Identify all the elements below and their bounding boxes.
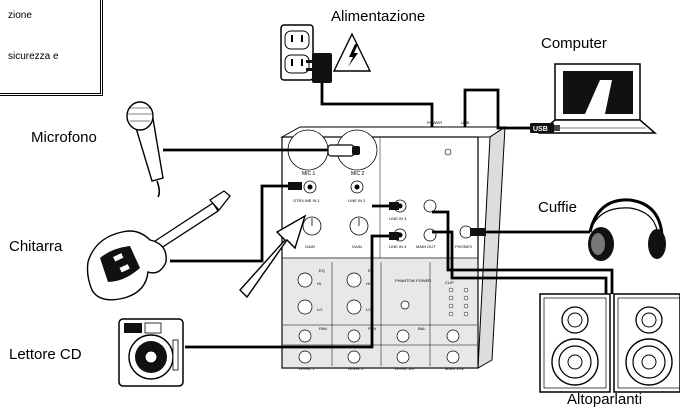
guitar-label: Chitarra (9, 238, 63, 255)
microphone-label: Microfono (31, 129, 97, 146)
laptop-computer (537, 63, 658, 134)
note-line-2: sicurezza e (8, 51, 59, 62)
electrical-warning-icon (332, 32, 372, 72)
wall-outlet (280, 24, 314, 81)
headphones (588, 198, 666, 261)
lo-label-1: LO (317, 307, 322, 312)
speaker-right (613, 293, 680, 393)
pointer-arrow-icon (239, 214, 307, 299)
usb-plug-label: USB (533, 126, 548, 133)
microphone (126, 101, 164, 198)
safety-note-box (0, 0, 103, 96)
main-vol-label: MAIN VOL (445, 366, 465, 371)
power-port-label: POWER (427, 120, 442, 125)
line-in-4-label: LINE IN 4 (389, 244, 407, 249)
headphone-jack-plug (470, 228, 486, 236)
gain-label-2: GAIN (352, 244, 362, 249)
cd-player (118, 318, 184, 387)
phantom-power-label: PHANTOM POWER (395, 278, 431, 283)
power-adapter (306, 53, 332, 83)
bal-label: BAL (418, 326, 426, 331)
cd-player-label: Lettore CD (9, 346, 82, 363)
hi-label-2: HI (366, 281, 370, 286)
gtr-line-in-1-label: GTR/LINE IN 1 (293, 198, 321, 203)
speakers-label: Altoparlanti (567, 391, 643, 408)
computer-label: Computer (541, 35, 607, 52)
lo-label-2: LO (366, 307, 371, 312)
mic2-label: MIC 2 (351, 171, 365, 177)
guitar-jack-plug (288, 182, 302, 190)
level-34-label: LEVEL 3/4 (395, 366, 415, 371)
phones-label: PHONES (455, 244, 472, 249)
mixer: MIC 1 MIC 2 GTR/LINE IN 1 LINE IN 2 GAIN… (280, 120, 507, 371)
note-line-1: zione (8, 10, 32, 21)
usb-plug: USB (530, 123, 560, 133)
headphones-label: Cuffie (538, 199, 577, 216)
level-1-label: LEVEL 1 (299, 366, 315, 371)
pan-label-1: PAN (319, 326, 327, 331)
power-label: Alimentazione (331, 8, 426, 25)
main-out-label: MAIN OUT (416, 244, 436, 249)
line-in-3-label: LINE IN 3 (389, 216, 407, 221)
xlr-connector (327, 144, 360, 157)
hi-label-1: HI (317, 281, 321, 286)
line-in-2-label: LINE IN 2 (348, 198, 366, 203)
speaker-left (539, 293, 611, 393)
mic1-label: MIC 1 (302, 171, 316, 177)
gain-label-1: GAIN (305, 244, 315, 249)
level-2-label: LEVEL 2 (348, 366, 364, 371)
eq-label-1: EQ (319, 268, 325, 273)
clip-label: CLIP (445, 280, 454, 285)
electric-guitar (86, 190, 231, 301)
